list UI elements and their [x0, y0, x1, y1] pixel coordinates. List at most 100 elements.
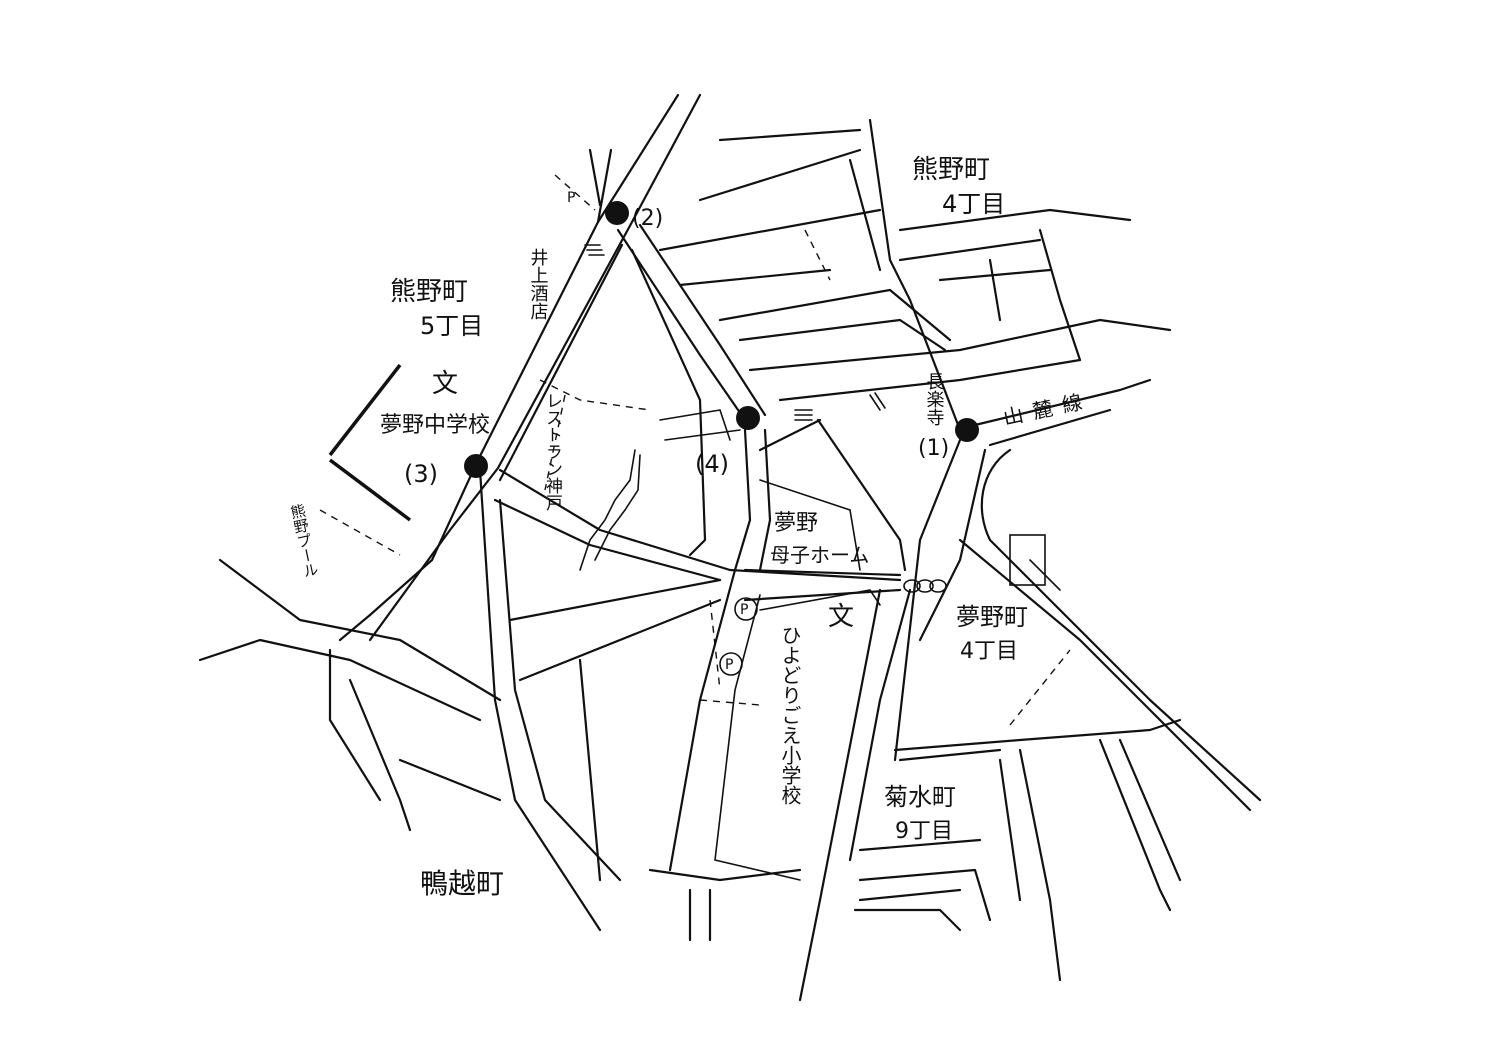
marker-3 — [464, 454, 488, 478]
street — [588, 148, 602, 207]
marker-label-4: (4) — [695, 450, 729, 478]
street — [718, 288, 952, 342]
marker-labels: (1) (2) (3) (4) — [404, 206, 949, 488]
street — [758, 428, 772, 572]
place-labels: 井上酒店 レストラン神戸 文 夢野中学校 文 ひよどりごえ小学校 夢野 母子ホー… — [287, 248, 1094, 805]
street — [498, 243, 624, 482]
area-kikusui-9-line2: 9丁目 — [895, 819, 953, 844]
street — [918, 448, 987, 642]
street — [508, 578, 722, 622]
street — [848, 158, 882, 272]
marker-2 — [605, 201, 629, 225]
area-kumano-5-line2: 5丁目 — [420, 312, 483, 340]
markers — [464, 201, 979, 478]
street — [368, 93, 702, 642]
pond — [903, 579, 921, 593]
pond — [916, 579, 934, 593]
area-kikusui-9-line1: 菊水町 — [884, 783, 956, 811]
street — [518, 598, 722, 682]
dashed-boundaries — [319, 174, 1071, 726]
street — [638, 223, 767, 417]
street — [858, 868, 992, 922]
street — [698, 148, 862, 202]
steps — [584, 244, 886, 421]
street — [868, 118, 962, 432]
step — [869, 392, 886, 411]
block — [1029, 559, 1061, 591]
boundary — [709, 599, 721, 691]
place-hiyodorigoe-es: ひよどりごえ小学校 — [778, 625, 802, 805]
road-sanroku-line: 山麓線 — [1001, 388, 1094, 430]
street — [988, 258, 1002, 322]
parking-label: P — [725, 657, 733, 673]
school-symbol-es: 文 — [828, 602, 854, 632]
street — [980, 448, 1262, 802]
street — [218, 558, 502, 702]
street — [816, 418, 907, 572]
street — [596, 148, 613, 224]
street — [988, 408, 1112, 447]
place-mother-child-home-line2: 母子ホーム — [770, 543, 869, 567]
area-labels: 熊野町 4丁目 熊野町 5丁目 夢野町 4丁目 菊水町 9丁目 鴨越町 — [390, 155, 1028, 900]
street — [398, 758, 502, 802]
marker-label-2: (2) — [632, 206, 663, 231]
block — [759, 479, 861, 571]
street — [743, 568, 902, 577]
area-kumano-4-line2: 4丁目 — [942, 190, 1005, 218]
school-grounds — [714, 594, 801, 881]
street — [938, 268, 1052, 282]
boundary — [699, 699, 761, 706]
boundary — [1009, 649, 1071, 726]
street — [898, 238, 1042, 262]
stream — [579, 449, 636, 571]
area-yumeno-4-line1: 夢野町 — [956, 603, 1028, 631]
street — [348, 678, 412, 832]
street — [743, 588, 902, 602]
street — [748, 318, 1172, 372]
place-chosho-ji: 長楽寺 — [924, 372, 945, 426]
street — [893, 438, 962, 762]
small-pond — [903, 579, 947, 593]
area-kumano-4-line1: 熊野町 — [912, 155, 990, 185]
street — [498, 498, 622, 882]
area-yumeno-4-line2: 4丁目 — [960, 639, 1018, 664]
street — [668, 428, 752, 872]
street — [493, 498, 722, 582]
street — [758, 418, 822, 452]
step — [584, 244, 605, 256]
street — [998, 758, 1022, 902]
marker-label-1: (1) — [918, 436, 949, 461]
street — [858, 888, 962, 902]
step — [794, 409, 813, 421]
street — [1098, 738, 1172, 912]
parking-label: P — [740, 602, 748, 618]
street — [616, 228, 747, 422]
street — [718, 128, 862, 142]
street — [478, 468, 602, 932]
wall — [328, 458, 412, 522]
boundary — [544, 394, 566, 491]
street — [578, 658, 602, 882]
boundary — [554, 174, 596, 211]
street — [198, 638, 482, 722]
street — [848, 588, 912, 862]
area-kumano-5-line1: 熊野町 — [390, 277, 468, 307]
street — [778, 358, 1082, 402]
street — [1118, 738, 1182, 882]
street — [1038, 228, 1082, 362]
street — [853, 908, 962, 932]
school-symbol-jhs: 文 — [432, 369, 458, 399]
marker-label-3: (3) — [404, 460, 438, 488]
place-restaurant: レストラン神戸 — [542, 392, 563, 511]
street — [328, 648, 382, 802]
street — [738, 318, 947, 352]
parking-label: P — [567, 190, 575, 206]
place-inoue-sake: 井上酒店 — [528, 248, 549, 320]
area-kamogoe: 鴨越町 — [420, 867, 504, 900]
street — [893, 718, 1182, 752]
block — [664, 429, 741, 441]
marker-1 — [955, 418, 979, 442]
street — [658, 208, 882, 252]
block — [759, 589, 881, 611]
